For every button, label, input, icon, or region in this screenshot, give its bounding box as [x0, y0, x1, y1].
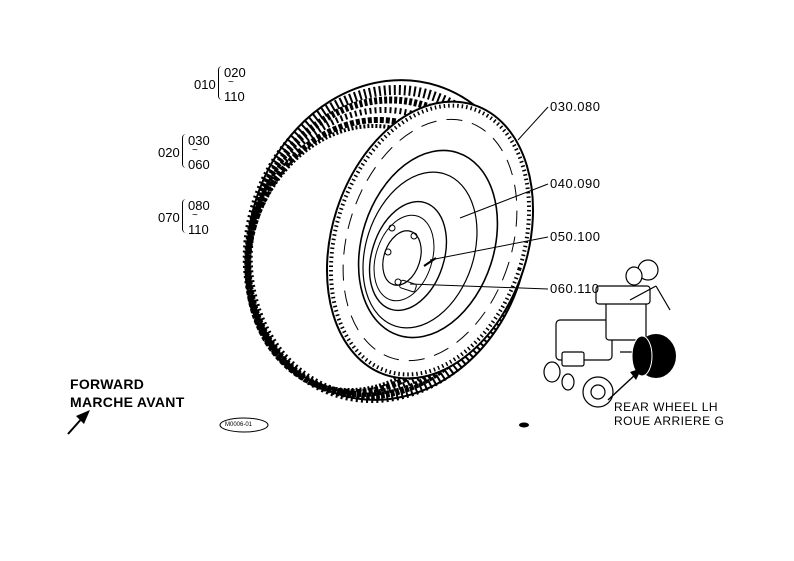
ref-to: 110 — [224, 89, 245, 104]
direction-label-en: FORWARD — [70, 376, 145, 392]
bracket — [182, 134, 189, 168]
ref-from: 030 — [188, 133, 210, 148]
ref-sep: ~ — [192, 145, 198, 156]
ref-to: 110 — [188, 222, 209, 237]
small-mark-icon — [519, 422, 529, 428]
ref-to: 060 — [188, 157, 210, 172]
ref-base: 010 — [194, 77, 216, 92]
ref-base: 020 — [158, 145, 180, 160]
drawing-stamp: M0006-01 — [225, 422, 253, 428]
ref-sep: ~ — [228, 77, 234, 88]
location-label-fr: ROUE ARRIERE G — [614, 414, 725, 428]
location-label-en: REAR WHEEL LH — [614, 400, 719, 414]
callout-tire: 030.080 — [550, 99, 601, 114]
location-pointer-arrow — [607, 368, 642, 401]
bracket — [182, 199, 189, 233]
bracket — [218, 66, 225, 100]
direction-label-fr: MARCHE AVANT — [70, 394, 185, 410]
forward-arrow-icon — [67, 410, 90, 435]
callout-rim: 040.090 — [550, 176, 601, 191]
drawing-stamp-frame — [219, 417, 269, 433]
ref-from: 080 — [188, 198, 210, 213]
ref-from: 020 — [224, 65, 246, 80]
callout-nut: 060.110 — [550, 281, 600, 296]
wheel-rim — [357, 149, 499, 339]
highlighted-rear-wheel — [631, 334, 676, 378]
ref-sep: ~ — [192, 210, 198, 221]
ref-base: 070 — [158, 210, 180, 225]
callout-valve: 050.100 — [550, 229, 601, 244]
leader-lines — [409, 106, 549, 290]
